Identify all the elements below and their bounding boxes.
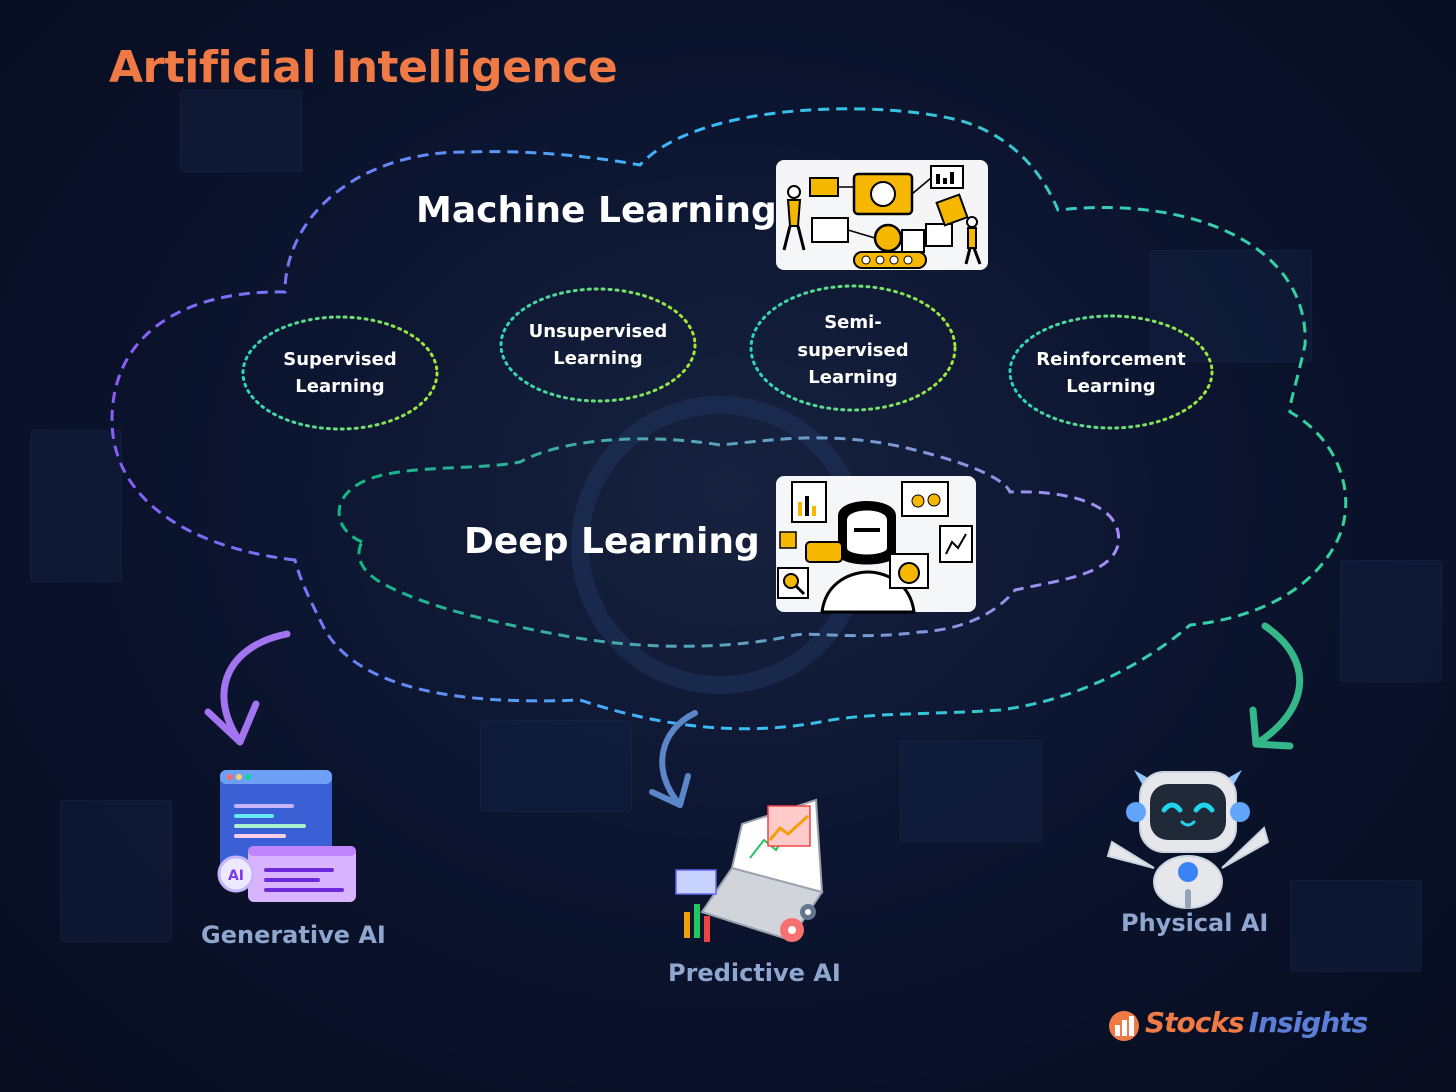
machine-learning-label: Machine Learning [416, 190, 777, 231]
machine-learning-illustration [776, 160, 988, 270]
arrow-to-predictive [649, 710, 698, 808]
arrow-to-generative [204, 630, 291, 746]
machine-learning-cloud [110, 107, 1348, 731]
predictive-ai-illustration [675, 798, 824, 942]
physical-ai-label: Physical AI [1121, 909, 1269, 937]
deep-learning-illustration [776, 476, 976, 614]
deep-learning-label: Deep Learning [464, 521, 760, 562]
generative-ai-illustration: AI [217, 770, 356, 902]
reinforcement-ellipse [1008, 314, 1214, 430]
brand-logo: Stocks Insights [1108, 1006, 1369, 1039]
reinforcement-learning-label: Reinforcement Learning [1036, 349, 1186, 397]
ai-badge-text: AI [228, 868, 244, 884]
semi-supervised-learning-label: Semi-supervised Learning [797, 312, 909, 388]
semi-supervised-ellipse [749, 284, 957, 412]
generative-ai-label: Generative AI [201, 921, 386, 949]
brand-text-stocks: Stocks [1145, 1006, 1245, 1039]
predictive-ai-label: Predictive AI [668, 959, 841, 987]
unsupervised-ellipse [499, 287, 697, 403]
supervised-ellipse [241, 315, 439, 431]
supervised-learning-label: Supervised Learning [283, 349, 397, 397]
stocks-insights-logo-icon [1109, 1011, 1139, 1041]
page-title: Artificial Intelligence [109, 42, 618, 93]
physical-ai-robot-illustration [1106, 770, 1270, 909]
deep-learning-cloud [337, 436, 1121, 648]
unsupervised-learning-label: Unsupervised Learning [528, 321, 668, 369]
brand-text-insights: Insights [1248, 1006, 1369, 1039]
arrow-to-physical [1249, 622, 1303, 750]
